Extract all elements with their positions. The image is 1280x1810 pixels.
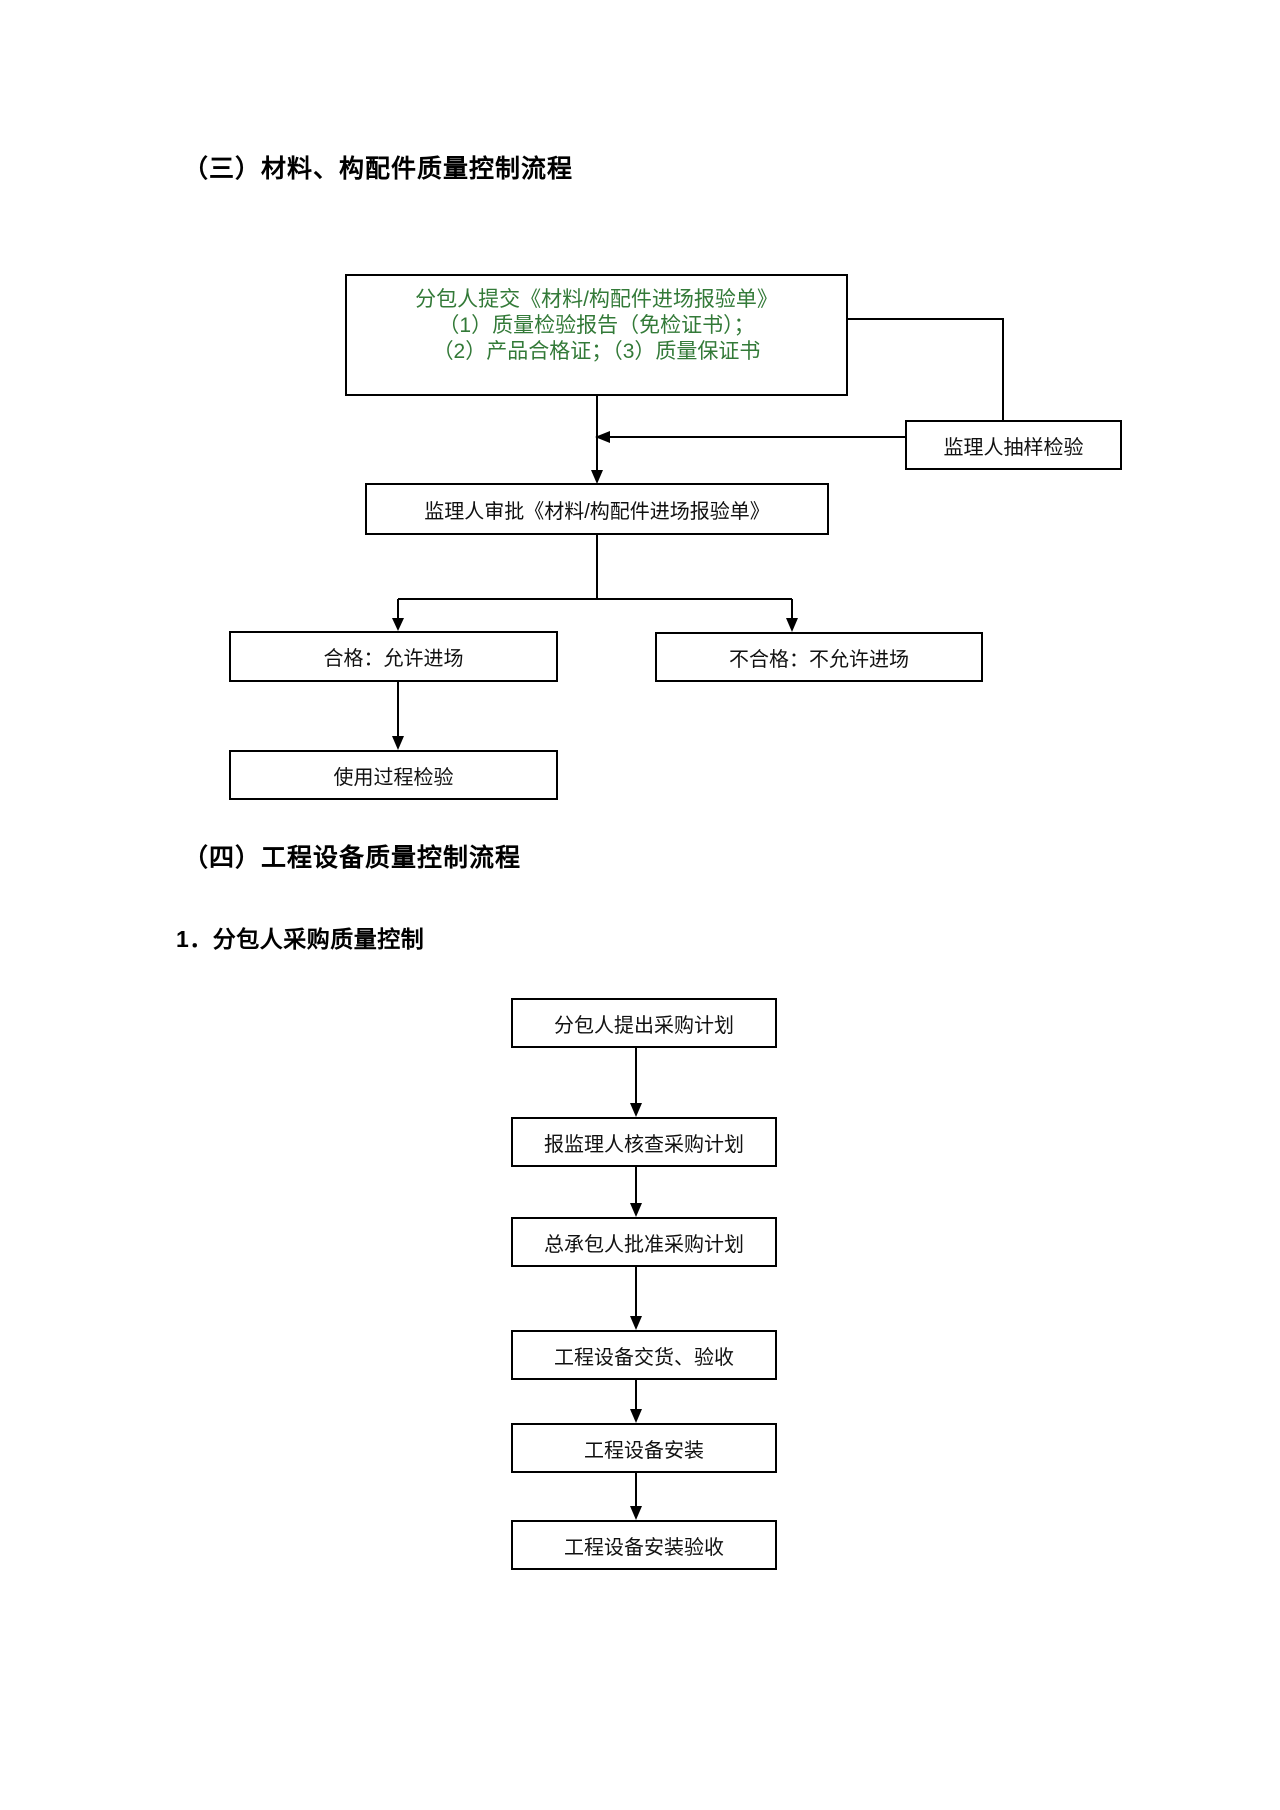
node-submit-materials-line3: （2）产品合格证；（3）质量保证书 <box>432 340 761 363</box>
node-submit-materials-line2: （1）质量检验报告（免检证书）； <box>438 314 755 337</box>
node-step-installation-acceptance: 工程设备安装验收 <box>511 1520 777 1570</box>
node-usage-process-inspection: 使用过程检验 <box>229 750 558 800</box>
arrowhead-pass-to-usage <box>392 736 404 750</box>
node-unqualified-denied: 不合格：不允许进场 <box>655 632 983 682</box>
node-submit-materials-line1: 分包人提交《材料/构配件进场报验单》 <box>415 288 778 311</box>
node-step-installation: 工程设备安装 <box>511 1423 777 1473</box>
arrowhead-step4-step5 <box>630 1409 642 1423</box>
node-step-supervisor-review: 报监理人核查采购计划 <box>511 1117 777 1167</box>
node-supervisor-approval: 监理人审批《材料/构配件进场报验单》 <box>365 483 829 535</box>
node-step-propose-plan: 分包人提出采购计划 <box>511 998 777 1048</box>
connector-branch-tee <box>397 535 793 618</box>
connector-submit-to-sampling <box>848 318 1004 420</box>
arrowhead-step3-step4 <box>630 1316 642 1330</box>
arrowhead-step5-step6 <box>630 1506 642 1520</box>
arrowhead-step1-step2 <box>630 1103 642 1117</box>
arrowhead-submit-to-approve <box>591 470 603 484</box>
arrowhead-branch-fail <box>786 618 798 632</box>
arrowhead-branch-pass <box>392 618 404 631</box>
arrowhead-step2-step3 <box>630 1203 642 1217</box>
arrowhead-sampling-to-stem <box>595 431 610 443</box>
node-sampling-inspection: 监理人抽样检验 <box>905 420 1122 470</box>
subheading-procurement-control: 1．分包人采购质量控制 <box>176 926 425 952</box>
node-submit-materials: 分包人提交《材料/构配件进场报验单》 （1）质量检验报告（免检证书）； （2）产… <box>345 274 848 396</box>
node-step-contractor-approve: 总承包人批准采购计划 <box>511 1217 777 1267</box>
section-heading-materials: （三）材料、构配件质量控制流程 <box>183 155 574 183</box>
node-qualified-allowed: 合格：允许进场 <box>229 631 558 682</box>
node-step-delivery-acceptance: 工程设备交货、验收 <box>511 1330 777 1380</box>
section-heading-equipment: （四）工程设备质量控制流程 <box>183 844 522 872</box>
